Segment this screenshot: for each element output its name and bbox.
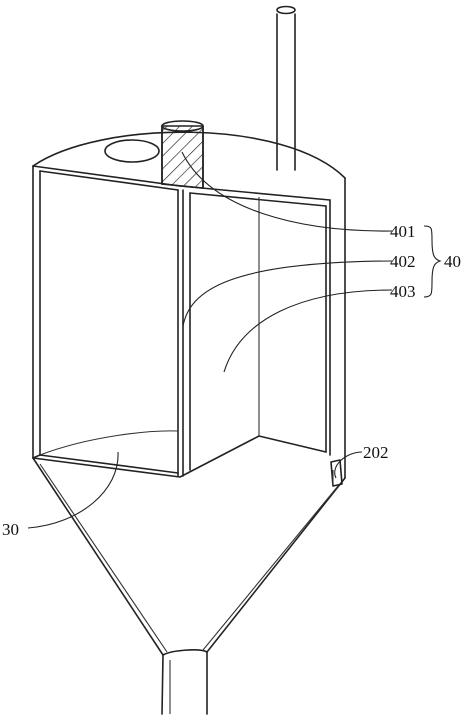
- bottom-outlet-pipe: [161, 649, 208, 715]
- label-403: 403: [390, 282, 416, 301]
- label-402: 402: [390, 252, 416, 271]
- conical-hopper: [32, 457, 346, 656]
- bottom-plate: [32, 430, 327, 478]
- lid-disc: [104, 139, 160, 163]
- leader-lines: [27, 151, 393, 529]
- label-401: 401: [390, 222, 416, 241]
- label-202: 202: [363, 443, 389, 462]
- hatched-shaft: [161, 120, 204, 189]
- label-30: 30: [2, 520, 19, 539]
- outlet-nozzle: [330, 459, 343, 487]
- vessel-body: [32, 131, 346, 479]
- label-40: 40: [444, 252, 461, 271]
- bracket-40: [423, 225, 442, 298]
- partition-plate: [177, 189, 191, 477]
